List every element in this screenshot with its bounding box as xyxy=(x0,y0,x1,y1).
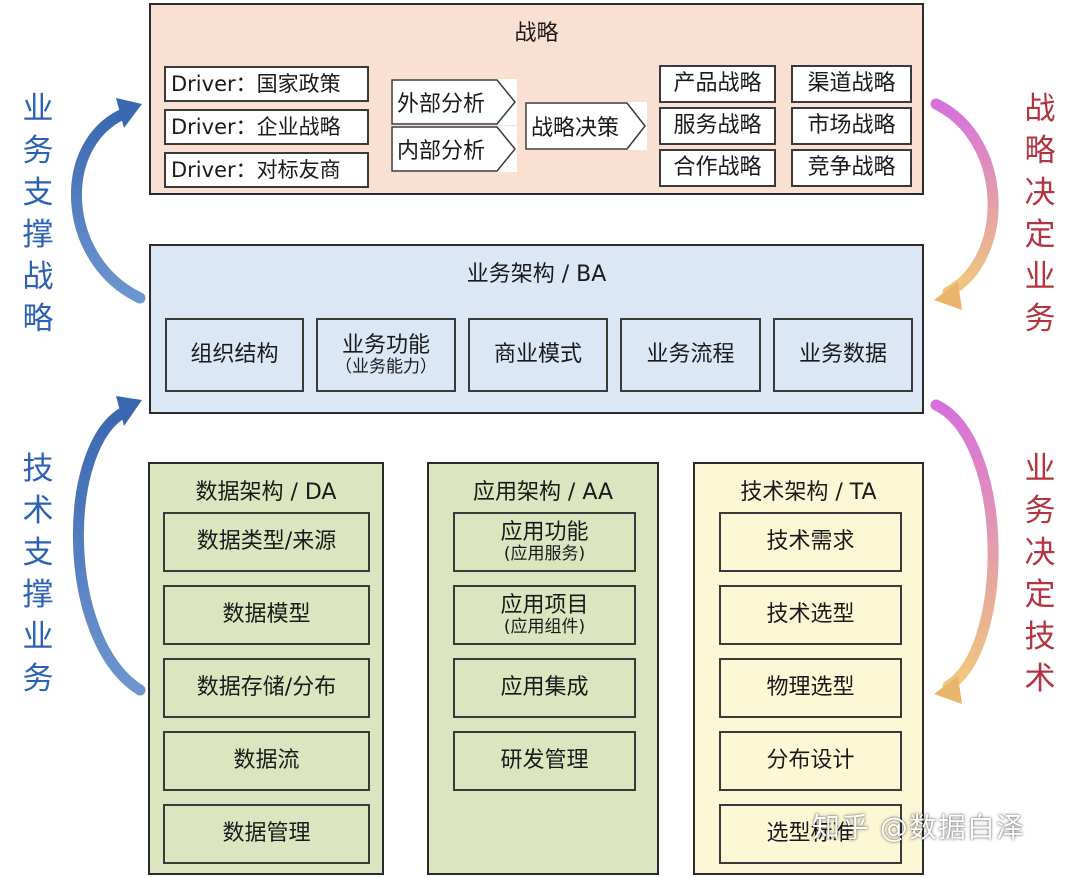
aa-item-sub: (应用组件) xyxy=(503,616,586,637)
pentagon-arrow-shape xyxy=(391,79,516,125)
strategy-panel: 战略 Driver：国家政策 Driver：企业战略 Driver：对标友商 外… xyxy=(149,3,924,195)
da-item: 数据存储/分布 xyxy=(163,658,370,718)
internal-analysis-label: 内部分析 xyxy=(397,139,486,164)
driver-benchmark: Driver：对标友商 xyxy=(164,152,369,188)
arrowhead-right-top xyxy=(934,282,962,310)
da-item: 数据类型/来源 xyxy=(163,512,370,572)
competition-strategy: 竞争战略 xyxy=(791,149,912,187)
arrow-up-left-top xyxy=(70,106,146,304)
da-item: 数据流 xyxy=(163,731,370,791)
da-item: 数据模型 xyxy=(163,585,370,645)
watermark: 知乎 @数据白泽 xyxy=(812,811,1025,844)
cooperation-strategy: 合作战略 xyxy=(659,149,776,187)
arrowhead-left-bottom xyxy=(116,396,142,426)
aa-item-label: 应用功能 xyxy=(500,519,589,545)
product-strategy: 产品战略 xyxy=(659,65,776,103)
ba-title: 业务架构 / BA xyxy=(466,262,607,287)
ta-item: 技术选型 xyxy=(719,585,902,645)
ba-item-label: 业务功能 xyxy=(341,332,430,358)
ba-item-label: 组织结构 xyxy=(190,342,279,368)
ta-item: 物理选型 xyxy=(719,658,902,718)
ta-item: 选型标准 xyxy=(719,804,902,864)
ba-business-model: 商业模式 xyxy=(468,318,608,392)
label-business-decides-tech: 业务决定技术 xyxy=(1024,451,1056,697)
ba-business-data: 业务数据 xyxy=(773,318,913,392)
aa-item-label: 应用集成 xyxy=(500,675,589,701)
ta-item: 技术需求 xyxy=(719,512,902,572)
aa-item-label: 研发管理 xyxy=(500,748,589,774)
driver-national-policy: Driver：国家政策 xyxy=(164,66,369,102)
ba-business-process: 业务流程 xyxy=(620,318,761,392)
ba-org-structure: 组织结构 xyxy=(165,318,304,392)
aa-item: 应用项目 (应用组件) xyxy=(453,585,636,645)
aa-item: 应用集成 xyxy=(453,658,636,718)
aa-title: 应用架构 / AA xyxy=(472,480,614,505)
ta-title: 技术架构 / TA xyxy=(740,480,877,505)
ta-item: 分布设计 xyxy=(719,731,902,791)
pentagon-arrow-shape xyxy=(391,126,516,172)
arrowhead-left-top xyxy=(116,98,142,128)
arrow-down-right-bottom xyxy=(930,399,999,692)
application-architecture-panel: 应用架构 / AA 应用功能 (应用服务) 应用项目 (应用组件) 应用集成 研… xyxy=(427,462,659,875)
external-analysis-arrow: 外部分析 xyxy=(391,79,517,125)
label-business-supports-strategy: 业务支撑战略 xyxy=(22,91,54,337)
internal-analysis-arrow: 内部分析 xyxy=(391,126,517,172)
da-item: 数据管理 xyxy=(163,804,370,864)
strategy-decision-label: 战略决策 xyxy=(531,116,620,141)
ba-item-label: 业务流程 xyxy=(646,342,735,368)
strategy-title: 战略 xyxy=(514,21,559,46)
ba-item-label: 业务数据 xyxy=(798,342,887,368)
market-strategy: 市场战略 xyxy=(791,107,912,145)
arrow-up-left-bottom xyxy=(73,404,146,696)
arrow-down-right-top xyxy=(930,98,999,298)
aa-item-label: 应用项目 xyxy=(500,592,589,618)
aa-item: 应用功能 (应用服务) xyxy=(453,512,636,572)
da-title: 数据架构 / DA xyxy=(195,480,337,505)
pentagon-arrow-shape xyxy=(525,102,646,150)
external-analysis-label: 外部分析 xyxy=(397,92,486,117)
service-strategy: 服务战略 xyxy=(659,107,776,145)
data-architecture-panel: 数据架构 / DA 数据类型/来源 数据模型 数据存储/分布 数据流 数据管理 xyxy=(148,462,384,875)
label-strategy-decides-business: 战略决定业务 xyxy=(1024,91,1056,337)
aa-item-sub: (应用服务) xyxy=(503,543,586,564)
business-architecture-panel: 业务架构 / BA 组织结构 业务功能 （业务能力） 商业模式 业务流程 业务数… xyxy=(149,244,924,414)
channel-strategy: 渠道战略 xyxy=(791,65,912,103)
ba-item-sub: （业务能力） xyxy=(335,356,437,377)
driver-enterprise-strategy: Driver：企业战略 xyxy=(164,109,369,145)
label-tech-supports-business: 技术支撑业务 xyxy=(22,451,54,697)
ba-business-function: 业务功能 （业务能力） xyxy=(316,318,456,392)
arrowhead-right-bottom xyxy=(934,676,962,704)
ba-item-label: 商业模式 xyxy=(493,342,582,368)
technology-architecture-panel: 技术架构 / TA 技术需求 技术选型 物理选型 分布设计 选型标准 xyxy=(693,462,924,875)
aa-item: 研发管理 xyxy=(453,731,636,791)
strategy-decision-arrow: 战略决策 xyxy=(525,102,647,150)
